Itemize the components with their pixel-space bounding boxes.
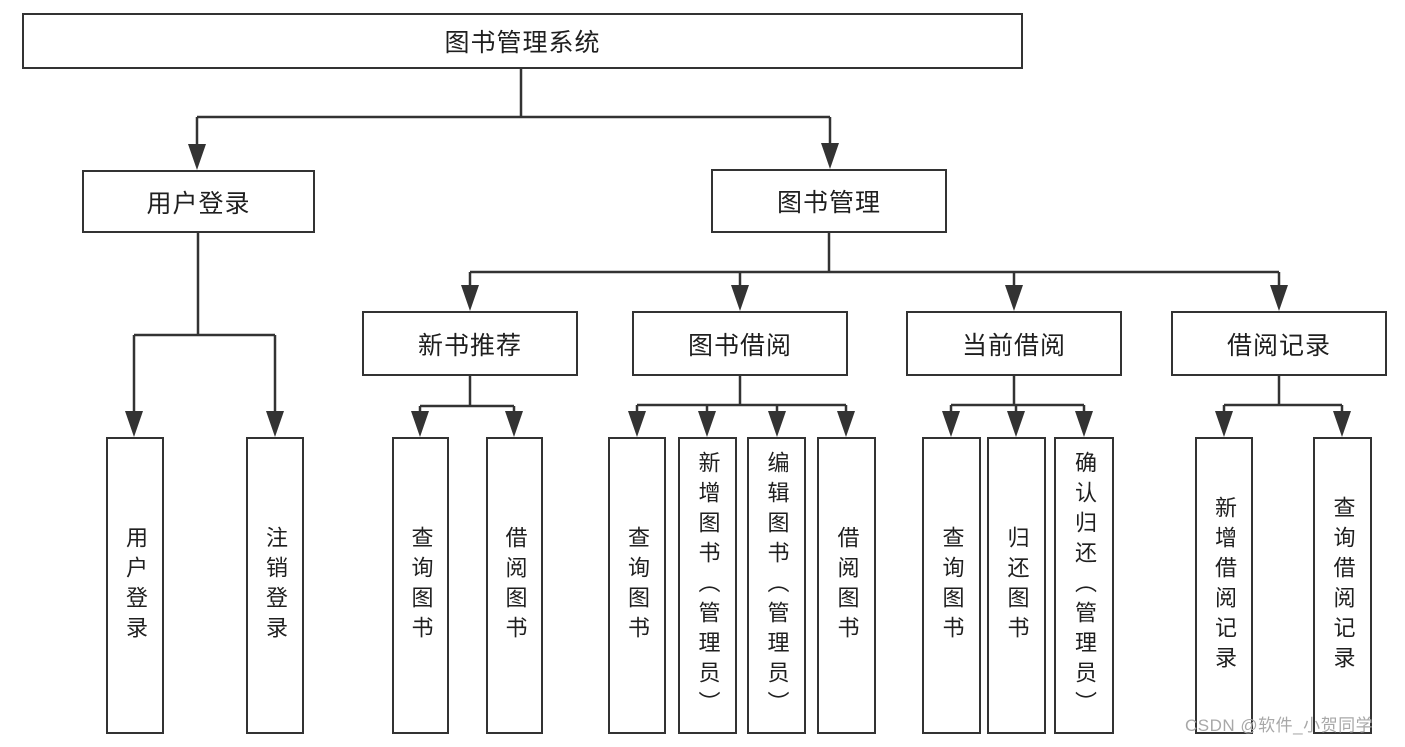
node-label: 用户登录 <box>123 525 148 646</box>
node-root: 图书管理系统 <box>22 13 1023 69</box>
node-label: 确认归还（管理员） <box>1072 450 1097 721</box>
leaf-query-borrow-record: 查询借阅记录 <box>1313 437 1372 734</box>
node-borrow-records: 借阅记录 <box>1171 311 1387 376</box>
leaf-return-books: 归还图书 <box>987 437 1046 734</box>
node-label: 编辑图书（管理员） <box>764 450 790 721</box>
node-user-login: 用户登录 <box>82 170 315 233</box>
node-current-borrow: 当前借阅 <box>906 311 1122 376</box>
leaf-borrow-books-borrow: 借阅图书 <box>817 437 876 734</box>
node-label: 图书借阅 <box>687 331 792 360</box>
connector-path <box>132 69 1344 433</box>
leaf-query-books-recommend: 查询图书 <box>392 437 449 734</box>
leaf-add-books-admin: 新增图书（管理员） <box>678 437 737 734</box>
csdn-watermark: CSDN @软件_小贺同学 <box>1185 716 1374 735</box>
node-label: 借阅图书 <box>834 525 860 646</box>
node-label: 查询借阅记录 <box>1330 495 1356 676</box>
node-label: 图书管理 <box>776 189 881 217</box>
leaf-user-login: 用户登录 <box>106 437 164 734</box>
node-label: 图书管理系统 <box>444 29 601 57</box>
node-label: 新书推荐 <box>417 331 522 360</box>
node-label: 新增图书（管理员） <box>695 450 721 721</box>
node-new-book-recommend: 新书推荐 <box>362 311 578 376</box>
leaf-add-borrow-record: 新增借阅记录 <box>1195 437 1253 734</box>
leaf-borrow-books-recommend: 借阅图书 <box>486 437 543 734</box>
node-label: 查询图书 <box>939 525 965 646</box>
arrowheads <box>125 143 1351 437</box>
node-label: 查询图书 <box>625 525 650 646</box>
node-label: 新增借阅记录 <box>1212 495 1237 676</box>
node-label: 借阅记录 <box>1226 331 1331 360</box>
node-label: 查询图书 <box>408 525 434 646</box>
leaf-query-books-borrow: 查询图书 <box>608 437 666 734</box>
leaf-confirm-return-admin: 确认归还（管理员） <box>1054 437 1114 734</box>
node-label: 借阅图书 <box>502 525 528 646</box>
node-book-management: 图书管理 <box>711 169 947 233</box>
leaf-edit-books-admin: 编辑图书（管理员） <box>747 437 806 734</box>
leaf-query-books-current: 查询图书 <box>922 437 981 734</box>
node-label: 注销登录 <box>263 525 288 646</box>
node-label: 用户登录 <box>146 189 251 218</box>
leaf-logout: 注销登录 <box>246 437 304 734</box>
node-book-borrow: 图书借阅 <box>632 311 848 376</box>
node-label: 归还图书 <box>1004 525 1030 646</box>
node-label: 当前借阅 <box>961 331 1066 360</box>
